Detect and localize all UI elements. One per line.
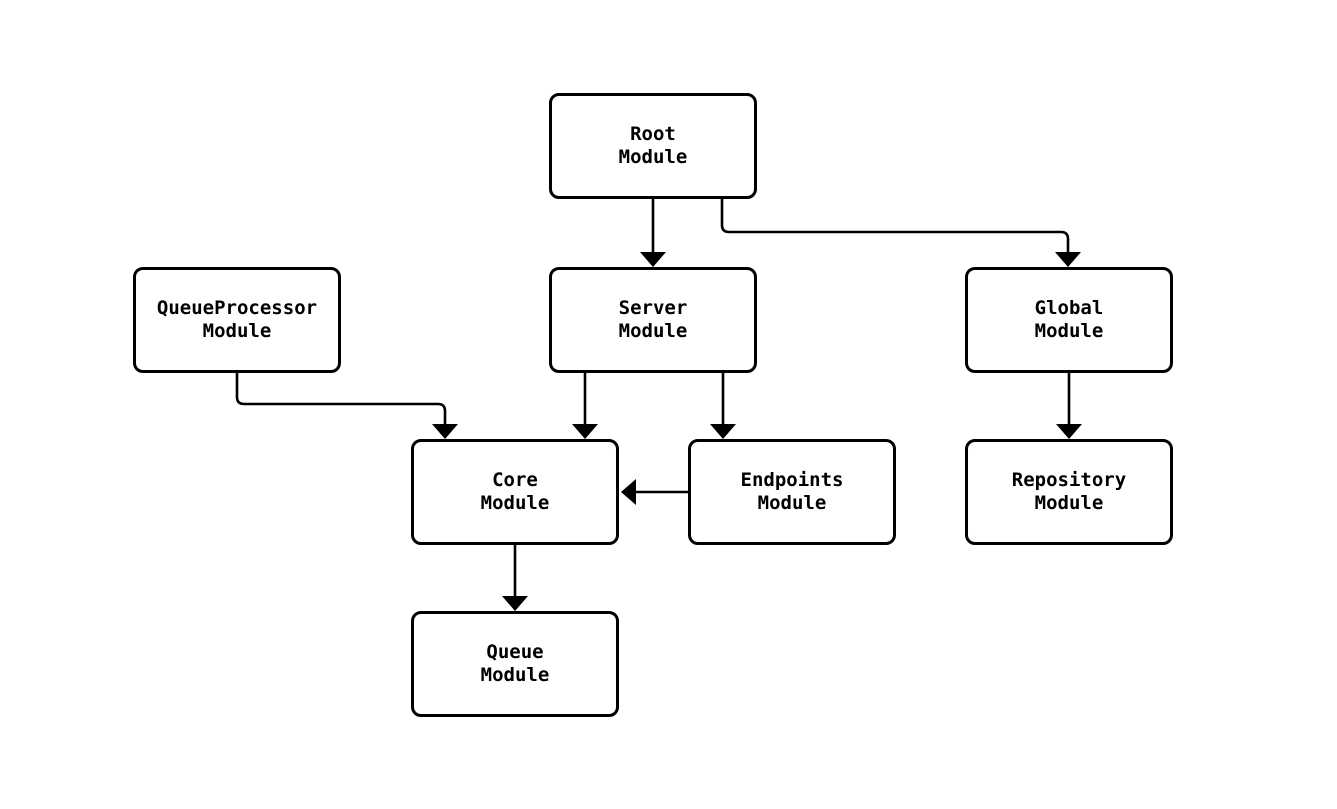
node-endpoints-module: Endpoints Module [688,439,896,545]
node-core-module: Core Module [411,439,619,545]
node-label-line2: Module [1034,492,1104,514]
node-label-line1: Server [618,297,688,319]
node-label-line2: Module [618,146,688,168]
node-label-line2: Module [480,664,550,686]
arrowhead-root-to-server [640,252,666,267]
edge-root-to-global [720,199,1070,256]
node-label-line2: Module [480,492,550,514]
arrowhead-global-to-repository [1056,424,1082,439]
node-root-module: Root Module [549,93,757,199]
node-label-line1: Core [492,469,538,491]
node-label-line1: Global [1034,297,1104,319]
edge-queueprocessor-to-core [235,373,447,428]
node-label-line1: Root [630,123,676,145]
node-label-line2: Module [202,320,272,342]
node-repository-module: Repository Module [965,439,1173,545]
node-queue-module: Queue Module [411,611,619,717]
node-queueprocessor-module: QueueProcessor Module [133,267,341,373]
arrowhead-server-to-endpoints [710,424,736,439]
node-server-module: Server Module [549,267,757,373]
arrowhead-endpoints-to-core [621,479,636,505]
arrowhead-root-to-global [1055,252,1081,267]
node-global-module: Global Module [965,267,1173,373]
node-label-line1: Repository [1011,469,1127,491]
node-label-line2: Module [1034,320,1104,342]
node-label-line1: QueueProcessor [156,297,318,319]
node-label-line2: Module [757,492,827,514]
arrowhead-queueprocessor-to-core [432,424,458,439]
node-label-line2: Module [618,320,688,342]
arrowhead-server-to-core [572,424,598,439]
node-label-line1: Queue [486,641,544,663]
node-label-line1: Endpoints [740,469,844,491]
arrowhead-core-to-queue [502,596,528,611]
